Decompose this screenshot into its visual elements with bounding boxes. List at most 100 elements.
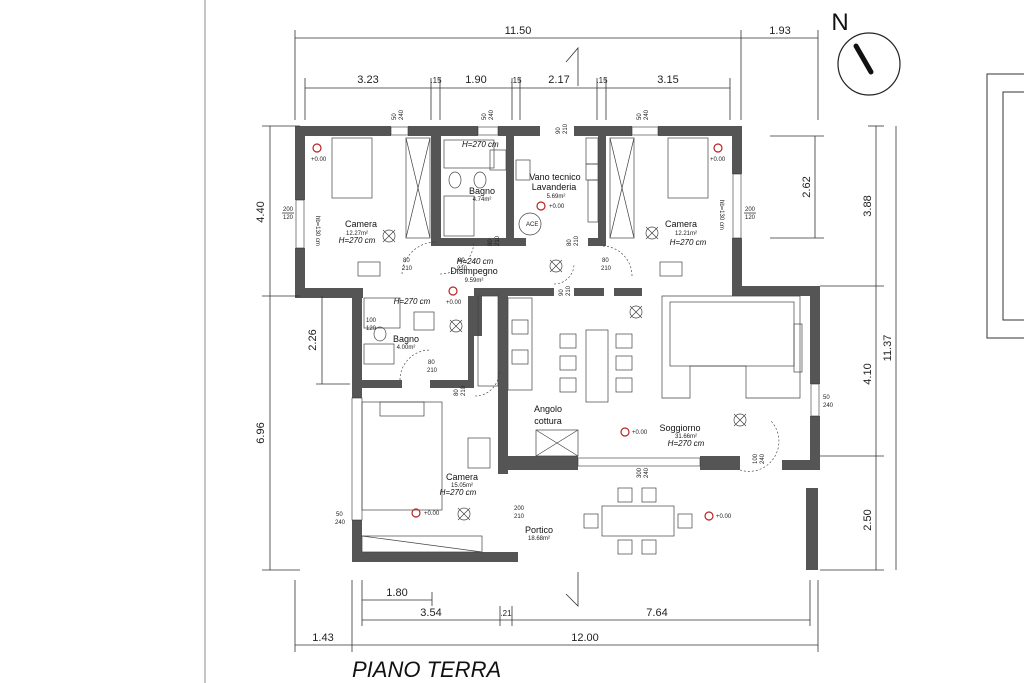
dim-bottom-a: 1.80 xyxy=(386,587,407,599)
opening-dimension-label: 240 xyxy=(399,109,405,120)
opening-dimension-label: 50 xyxy=(336,512,343,518)
room-camera2-area: 12.21m² xyxy=(675,231,697,237)
room-camera3-area: 15.05m² xyxy=(451,483,473,489)
room-labels: Camera 12.27m² H=270 cm Bagno 4.74m² H=2… xyxy=(314,140,724,542)
opening-dimension-label: 80 xyxy=(454,389,460,396)
level-camera2: +0.00 xyxy=(710,157,726,163)
room-bagno2-name: Bagno xyxy=(393,334,419,344)
opening-dimension-label: 240 xyxy=(760,453,766,464)
opening-dimension-label: 240 xyxy=(644,467,650,478)
opening-dimension-label: 300 xyxy=(637,467,643,478)
opening-dimension-label: 120 xyxy=(283,215,294,221)
dim-right-a: 2.62 xyxy=(801,176,813,197)
opening-dimension-label: 80 xyxy=(458,258,465,264)
opening-dimension-label: 210 xyxy=(574,235,580,246)
door-swings xyxy=(399,241,780,472)
room-camera1-height: H=270 cm xyxy=(339,236,376,245)
opening-dimension-label: 100 xyxy=(753,453,759,464)
opening-dimension-label: 100 xyxy=(366,318,377,324)
room-camera2-height: H=270 cm xyxy=(670,238,707,247)
dim-seg1: 3.23 xyxy=(357,74,378,86)
opening-dimension-label: 90 xyxy=(556,127,562,134)
room-disimpegno-height: H=240 cm xyxy=(457,257,494,266)
opening-dimension-label: 200 xyxy=(745,207,756,213)
room-tecnico-area: 5.69m² xyxy=(547,194,566,200)
dim-total-extra: 1.93 xyxy=(769,25,790,37)
room-camera1-area: 12.27m² xyxy=(346,231,368,237)
room-cucina-name: Angolo xyxy=(534,404,562,414)
room-tecnico-name: Vano tecnico xyxy=(529,172,580,182)
dim-right-d: 2.50 xyxy=(862,509,874,530)
opening-dimension-label: 210 xyxy=(495,235,501,246)
north-arrow: N xyxy=(831,9,901,96)
opening-dimension-label: 210 xyxy=(427,368,438,374)
room-soggiorno-height: H=270 cm xyxy=(668,439,705,448)
windows xyxy=(295,126,820,521)
furniture xyxy=(331,137,803,555)
room-tecnico-name2: Lavanderia xyxy=(532,182,577,192)
room-camera2-name: Camera xyxy=(665,219,697,229)
room-bagno2-height: H=270 cm xyxy=(394,297,431,306)
room-camera1-name: Camera xyxy=(345,219,377,229)
dim-gap2: .15 xyxy=(510,76,522,85)
adjacent-drawing xyxy=(986,73,1024,339)
dim-bottom-offset: 1.43 xyxy=(312,632,333,644)
opening-dimension-label: 50 xyxy=(482,113,488,120)
opening-dimension-label: 210 xyxy=(514,514,525,520)
note-hb-right: hb=130 cm xyxy=(718,200,724,230)
opening-dimension-label: 240 xyxy=(489,109,495,120)
dim-gap3: .15 xyxy=(596,76,608,85)
dim-right-b: 3.88 xyxy=(862,195,874,216)
room-disimpegno-name: Disimpegno xyxy=(450,266,498,276)
room-camera3-name: Camera xyxy=(446,472,478,482)
opening-dimension-label: 50 xyxy=(637,113,643,120)
light-fixtures xyxy=(382,226,747,521)
room-soggiorno-name: Soggiorno xyxy=(659,423,700,433)
dim-bottom-b: 3.54 xyxy=(420,607,441,619)
opening-dimension-label: 120 xyxy=(745,215,756,221)
dim-right-c: 4.10 xyxy=(862,363,874,384)
level-tecnico: +0.00 xyxy=(549,204,565,210)
room-portico-area: 18.68m² xyxy=(528,536,550,542)
note-hb-left: hb=130 cm xyxy=(314,216,320,246)
room-bagno1-name: Bagno xyxy=(469,186,495,196)
opening-dimension-label: 210 xyxy=(461,385,467,396)
opening-dimension-label: 240 xyxy=(335,520,346,526)
opening-dimension-label: 200 xyxy=(514,506,525,512)
opening-dimension-label: 50 xyxy=(823,395,830,401)
section-mark-bottom xyxy=(565,572,579,607)
room-camera3-height: H=270 cm xyxy=(440,488,477,497)
left-dimensions: 4.40 6.96 2.26 xyxy=(255,125,350,571)
opening-dimension-label: 210 xyxy=(457,266,468,272)
level-camera1: +0.00 xyxy=(311,157,327,163)
dim-gap1: .15 xyxy=(430,76,442,85)
room-bagno1-area: 4.74m² xyxy=(473,197,492,203)
opening-labels: 50 240 50 240 50 240 90 210 200 120 200 … xyxy=(282,109,834,526)
opening-dimension-label: 210 xyxy=(566,285,572,296)
section-mark-top xyxy=(565,46,579,86)
level-soggiorno: +0.00 xyxy=(632,430,648,436)
level-portico: +0.00 xyxy=(716,514,732,520)
dim-bottom-c: 7.64 xyxy=(646,607,667,619)
opening-dimension-label: 50 xyxy=(392,113,398,120)
opening-dimension-label: 210 xyxy=(601,266,612,272)
level-disimpegno: +0.00 xyxy=(446,300,462,306)
opening-dimension-label: 80 xyxy=(428,360,435,366)
opening-dimension-label: 200 xyxy=(283,207,294,213)
top-dimensions: 11.50 1.93 3.23 .15 1.90 .15 2.17 .15 3.… xyxy=(294,25,819,120)
note-ace: ACE xyxy=(526,222,538,228)
dim-total-main: 11.50 xyxy=(505,25,532,37)
room-bagno1-height: H=270 cm xyxy=(462,140,499,149)
level-markers: +0.00 +0.00 +0.00 +0.00 +0.00 +0.00 +0.0… xyxy=(311,143,732,521)
walls xyxy=(295,126,820,570)
level-camera3: +0.00 xyxy=(424,511,440,517)
north-label: N xyxy=(831,9,848,36)
opening-dimension-label: 80 xyxy=(602,258,609,264)
bottom-dimensions: 1.80 3.54 .21 7.64 1.43 12.00 xyxy=(294,580,819,652)
room-soggiorno-area: 31.66m² xyxy=(675,434,697,440)
dim-seg2: 1.90 xyxy=(465,74,486,86)
dim-bottom-gap: .21 xyxy=(500,609,512,618)
dim-seg4: 3.15 xyxy=(657,74,678,86)
opening-dimension-label: 120 xyxy=(366,326,377,332)
